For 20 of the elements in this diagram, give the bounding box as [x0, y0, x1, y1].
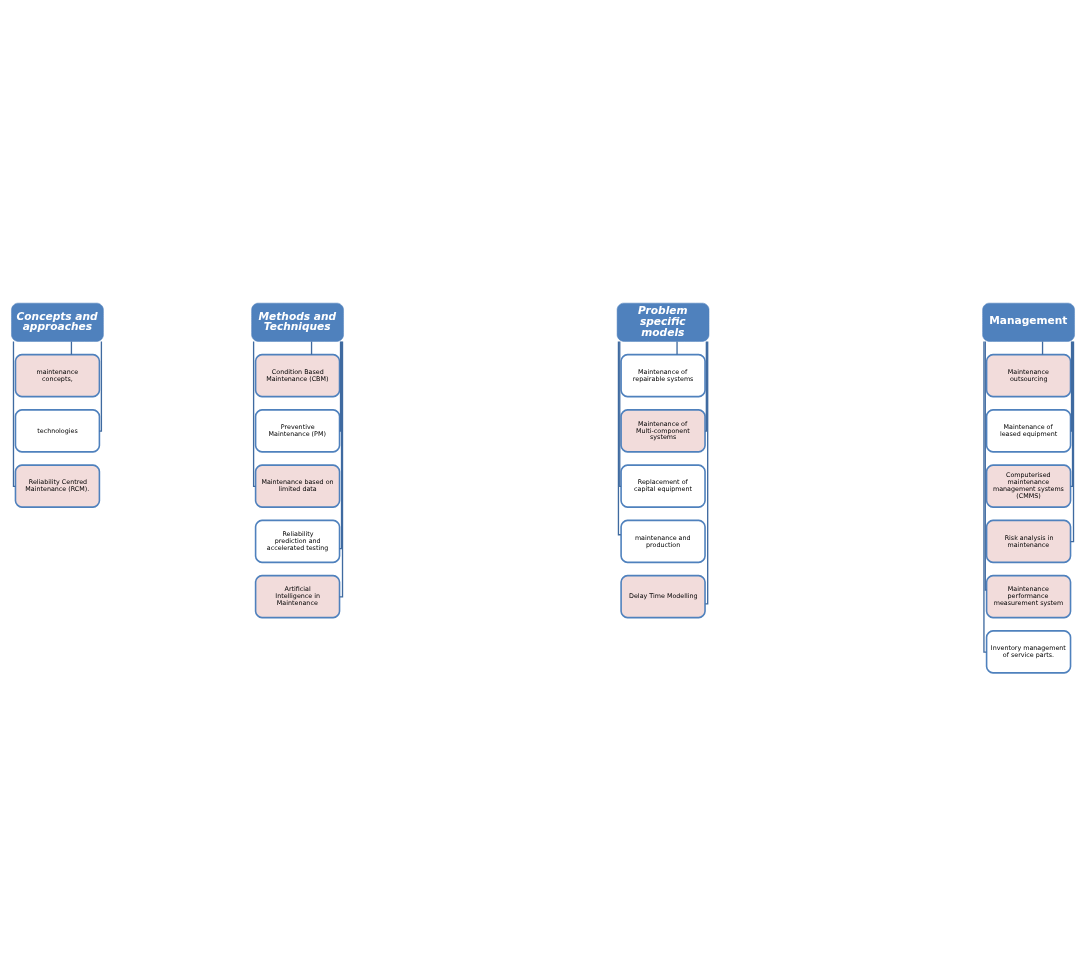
connector — [1069, 340, 1073, 432]
connector — [1069, 340, 1074, 488]
connector — [983, 340, 987, 653]
node-box: Concepts and approaches — [11, 302, 104, 342]
node-box: Management — [982, 302, 1075, 342]
connector — [338, 340, 344, 598]
node-box: Problem specific models — [616, 302, 710, 342]
connector — [338, 340, 343, 550]
connector — [984, 340, 988, 591]
connector — [704, 340, 709, 605]
connector — [12, 340, 17, 488]
connector — [676, 340, 678, 356]
connector — [617, 340, 622, 536]
node-box: Methods and Techniques — [251, 302, 344, 342]
connector — [619, 340, 622, 488]
connector — [252, 340, 257, 488]
connector — [1069, 340, 1075, 543]
connector — [338, 340, 342, 432]
connector — [704, 340, 708, 432]
connector — [98, 340, 103, 432]
